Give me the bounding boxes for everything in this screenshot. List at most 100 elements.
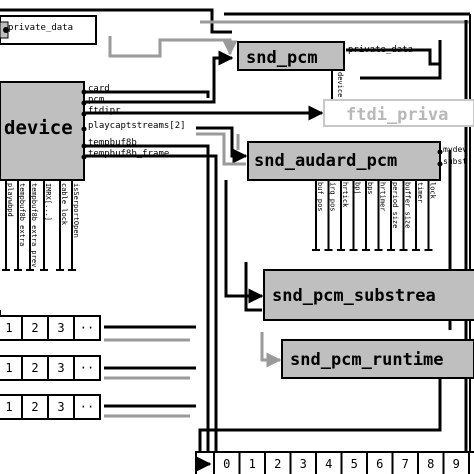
snd-pcm-title: snd_pcm bbox=[246, 48, 318, 68]
audard-bottom-label: hrtick bbox=[341, 182, 349, 208]
connectors bbox=[0, 8, 471, 474]
array-cell-label: 3 bbox=[57, 321, 64, 335]
device-field-dot bbox=[81, 100, 87, 106]
edge-gray-array bbox=[104, 338, 190, 418]
snd-pcm-runtime-node[interactable]: snd_pcm_runtime bbox=[281, 339, 474, 379]
array-list: 123··123··123··01234567890 bbox=[0, 315, 474, 474]
edge-pcm bbox=[84, 50, 234, 104]
device-bottom-label: tempbuf8b_extra_prev bbox=[30, 183, 38, 267]
top-struct-box bbox=[0, 15, 97, 45]
array-cell-label: ·· bbox=[80, 400, 94, 414]
audard-bottom-label: hrtimer bbox=[379, 182, 387, 212]
array-4[interactable]: 01234567890 bbox=[195, 451, 474, 474]
snd-audard-pcm-box bbox=[247, 141, 441, 181]
device-field-dot bbox=[81, 126, 87, 132]
audard-bottom-label: irq_pos bbox=[329, 182, 337, 212]
audard-bottom-label: timer bbox=[416, 182, 424, 203]
edge-array-links bbox=[104, 325, 196, 408]
snd-pcm-substream-title: snd_pcm_substrea bbox=[272, 286, 436, 306]
audard-bottom-label: bps bbox=[366, 182, 374, 195]
device-bottom-label: isSerportOpen bbox=[72, 183, 80, 238]
audard-bottom-label: bpj bbox=[354, 182, 362, 195]
edge-to-runtime bbox=[260, 332, 282, 368]
array-cell-label: 5 bbox=[351, 457, 358, 471]
device-bottom-label: IMRX[...] bbox=[44, 183, 52, 221]
array-cell-label: 1 bbox=[249, 457, 256, 471]
audard-bottom-label: period_size bbox=[391, 182, 399, 228]
ftdi-private-box bbox=[323, 99, 474, 127]
edge-runtime-down bbox=[198, 378, 442, 460]
array-cell-label: 2 bbox=[274, 457, 281, 471]
device-title: device bbox=[4, 117, 73, 139]
device-node[interactable]: device bbox=[0, 81, 85, 181]
edge-sndpcm-private-data bbox=[346, 48, 440, 66]
array-cell-label: 0 bbox=[223, 457, 230, 471]
array-cell-label: 3 bbox=[300, 457, 307, 471]
edge-tempbuf8b bbox=[84, 144, 210, 470]
array-2[interactable]: 1 2 3 ·· bbox=[0, 355, 101, 381]
audard-bottom-label: buffer_size bbox=[404, 182, 412, 228]
audard-right-dot bbox=[437, 149, 443, 155]
device-field-label: pcm bbox=[88, 95, 104, 105]
array-cell-label: 9 bbox=[453, 457, 460, 471]
array-1[interactable]: 1 2 3 ·· bbox=[0, 315, 101, 341]
edge-card bbox=[84, 90, 210, 98]
device-field-label: playcaptstreams[2] bbox=[88, 121, 186, 131]
device-bottom-fields: playwbpd tempbuf8b_extra tempbuf8b_extra_p… bbox=[2, 180, 80, 271]
device-field-label: card bbox=[88, 84, 110, 94]
edge-top-to-sndpcm bbox=[108, 36, 238, 58]
device-box bbox=[0, 81, 85, 181]
ftdi-private-title: ftdi_priva bbox=[346, 105, 448, 125]
array-cell-label: 1 bbox=[5, 361, 12, 375]
device-bottom-label: playwbpd bbox=[6, 183, 14, 217]
snd-pcm-private-data-label: private_data bbox=[348, 45, 413, 55]
audard-right-label: subst bbox=[443, 157, 467, 166]
device-field-dot bbox=[81, 89, 87, 95]
snd-pcm-runtime-title: snd_pcm_runtime bbox=[290, 350, 444, 370]
array-cell-label: 2 bbox=[31, 321, 38, 335]
array-cell-label: 3 bbox=[57, 400, 64, 414]
array-cell-label: ·· bbox=[80, 361, 94, 375]
device-bottom-label: tempbuf8b_extra bbox=[18, 183, 26, 246]
array-cell-label: 2 bbox=[31, 361, 38, 375]
audard-right-label: mydev bbox=[443, 145, 467, 154]
array-cell bbox=[47, 394, 75, 420]
array-cell bbox=[73, 315, 101, 341]
snd-pcm-substream-box bbox=[263, 269, 474, 321]
array-cell-label: 7 bbox=[402, 457, 409, 471]
snd-pcm-node[interactable]: snd_pcm private_data device bbox=[237, 41, 413, 97]
edge-to-substream bbox=[224, 180, 264, 304]
snd-audard-right-fields: mydev subst bbox=[437, 145, 467, 167]
array-cell bbox=[468, 451, 474, 474]
array-cell bbox=[73, 355, 101, 381]
device-field-label: tempbuf8b bbox=[88, 138, 137, 148]
snd-pcm-runtime-box bbox=[281, 339, 474, 379]
device-field-label: tempbuf8b_frame bbox=[88, 149, 169, 159]
edge-playcapt bbox=[196, 126, 248, 164]
device-field-dot bbox=[81, 111, 87, 117]
device-field-dot bbox=[81, 154, 87, 160]
audard-right-dot bbox=[437, 161, 443, 167]
array-cell-label: 6 bbox=[376, 457, 383, 471]
array-cell-label: 1 bbox=[5, 321, 12, 335]
device-field-label: ftdipr bbox=[88, 106, 121, 116]
snd-pcm-device-label: device bbox=[336, 72, 344, 97]
snd-pcm-box bbox=[237, 41, 345, 71]
edge-playcapt2 bbox=[196, 132, 246, 166]
snd-pcm-substream-node[interactable]: snd_pcm_substrea bbox=[263, 269, 474, 321]
top-struct-node[interactable]: private_data bbox=[0, 15, 97, 45]
audard-bottom-label: lock bbox=[429, 182, 437, 200]
array-cell-label: 8 bbox=[427, 457, 434, 471]
snd-audard-pcm-node[interactable]: snd_audard_pcm bbox=[247, 141, 441, 181]
array-cell-label: ·· bbox=[80, 321, 94, 335]
edge-tempbuf8b-frame bbox=[84, 154, 218, 470]
audard-bottom-label: buf_pos bbox=[316, 182, 324, 212]
ftdi-private-node[interactable]: ftdi_priva bbox=[323, 99, 474, 127]
array-cell-label: 2 bbox=[31, 400, 38, 414]
array-cell-label: 3 bbox=[57, 361, 64, 375]
array-cell-label: 4 bbox=[325, 457, 332, 471]
